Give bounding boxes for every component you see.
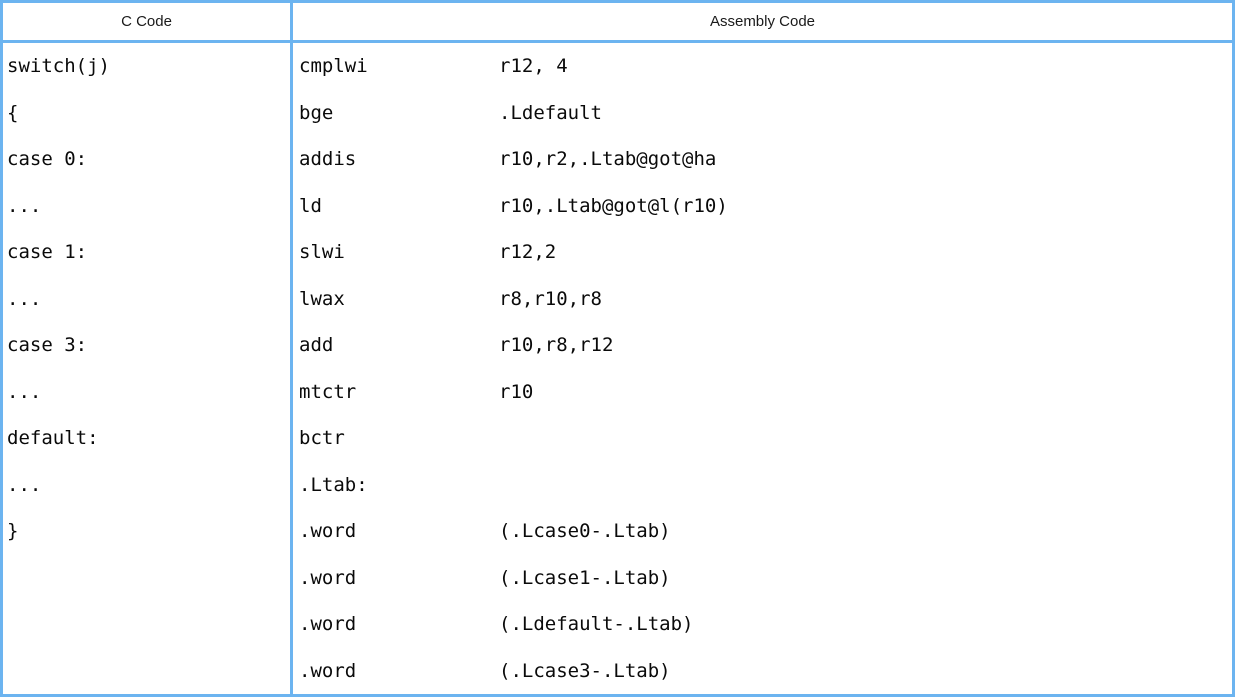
assembly-operand: .Ldefault — [499, 101, 602, 124]
table-row: ... mtctr r10 — [1, 368, 1234, 416]
assembly-code-cell: bctr — [291, 415, 1234, 462]
assembly-operand: (.Lcase1-.Ltab) — [499, 566, 671, 589]
assembly-code-cell: .word (.Lcase1-.Ltab) — [291, 554, 1234, 602]
c-code-line: case 3: — [7, 334, 88, 356]
assembly-mnemonic: .word — [299, 659, 357, 682]
assembly-line: ld r10,.Ltab@got@l(r10) — [299, 183, 1232, 230]
c-code-cell: ... — [1, 182, 293, 229]
c-code-line: case 1: — [7, 241, 88, 263]
assembly-mnemonic: .word — [299, 520, 357, 542]
assembly-code-cell: addis r10,r2,.Ltab@got@ha — [291, 136, 1234, 183]
table-row: case 1: slwi r12,2 — [1, 229, 1234, 276]
table-row: ... ld r10,.Ltab@got@l(r10) — [1, 182, 1234, 230]
c-code-line: case 0: — [7, 148, 88, 170]
c-code-cell: default: — [1, 415, 293, 462]
assembly-code-cell: slwi r12,2 — [291, 229, 1234, 276]
assembly-operand: r10,r2,.Ltab@got@ha — [499, 148, 717, 170]
assembly-operand: r12,2 — [499, 241, 557, 263]
c-code-line: switch(j) — [7, 55, 110, 77]
c-code-line: ... — [7, 194, 42, 217]
assembly-mnemonic: lwax — [299, 287, 345, 310]
assembly-mnemonic: cmplwi — [299, 55, 368, 77]
c-code-cell: case 1: — [1, 229, 293, 276]
assembly-line: cmplwi r12, 4 — [299, 43, 1232, 90]
c-code-cell: case 0: — [1, 136, 293, 183]
table-row: switch(j) cmplwi r12, 4 — [1, 41, 1234, 90]
assembly-line: bctr — [299, 415, 1232, 462]
assembly-mnemonic: mtctr — [299, 380, 357, 403]
assembly-line: .word (.Lcase1-.Ltab) — [299, 555, 1232, 602]
assembly-code-cell: .word (.Ldefault-.Ltab) — [291, 601, 1234, 648]
assembly-code-cell: ld r10,.Ltab@got@l(r10) — [291, 182, 1234, 230]
assembly-line: .word (.Lcase3-.Ltab) — [299, 648, 1232, 695]
table-row: default: bctr — [1, 415, 1234, 462]
c-code-cell: ... — [1, 461, 293, 508]
column-header-assembly-code: Assembly Code — [291, 1, 1234, 43]
assembly-code-cell: .Ltab: — [291, 461, 1234, 509]
c-code-line: default: — [7, 427, 99, 449]
table-row: { bge .Ldefault — [1, 89, 1234, 137]
c-code-cell: ... — [1, 275, 293, 322]
assembly-code-cell: mtctr r10 — [291, 368, 1234, 416]
c-code-cell — [1, 601, 293, 648]
assembly-line: .Ltab: — [299, 462, 1232, 509]
assembly-mnemonic: add — [299, 334, 334, 356]
table-row: ... lwax r8,r10,r8 — [1, 275, 1234, 323]
assembly-mnemonic: bge — [299, 101, 334, 124]
c-code-line: ... — [7, 380, 42, 403]
table-row: .word (.Lcase1-.Ltab) — [1, 554, 1234, 602]
table-row: } .word (.Lcase0-.Ltab) — [1, 508, 1234, 555]
assembly-mnemonic: addis — [299, 148, 357, 170]
assembly-operand: (.Lcase3-.Ltab) — [499, 659, 671, 682]
c-code-line: { — [7, 101, 19, 124]
c-code-cell: switch(j) — [1, 41, 293, 90]
table-row: case 3: add r10,r8,r12 — [1, 322, 1234, 369]
assembly-line: add r10,r8,r12 — [299, 322, 1232, 369]
c-code-line: } — [7, 520, 19, 542]
assembly-code-cell: cmplwi r12, 4 — [291, 41, 1234, 90]
c-code-cell: { — [1, 89, 293, 136]
table-row: case 0: addis r10,r2,.Ltab@got@ha — [1, 136, 1234, 183]
c-code-cell: case 3: — [1, 322, 293, 369]
table-row: ... .Ltab: — [1, 461, 1234, 509]
assembly-mnemonic: .word — [299, 613, 357, 635]
table-row: .word (.Ldefault-.Ltab) — [1, 601, 1234, 648]
assembly-mnemonic: slwi — [299, 241, 345, 263]
c-code-cell: ... — [1, 368, 293, 415]
assembly-mnemonic: .word — [299, 566, 357, 589]
assembly-line: mtctr r10 — [299, 369, 1232, 416]
c-code-cell — [1, 647, 293, 696]
c-code-line: ... — [7, 287, 42, 310]
column-header-c-code: C Code — [1, 1, 293, 43]
assembly-operand: r10 — [499, 380, 534, 403]
assembly-code-cell: lwax r8,r10,r8 — [291, 275, 1234, 323]
table-body: switch(j) cmplwi r12, 4 { bge .Ldefault case 0… — [1, 41, 1234, 696]
assembly-mnemonic: bctr — [299, 427, 345, 449]
assembly-operand: r10,.Ltab@got@l(r10) — [499, 194, 728, 217]
table-row: .word (.Lcase3-.Ltab) — [1, 647, 1234, 696]
assembly-code-cell: add r10,r8,r12 — [291, 322, 1234, 369]
c-code-cell: } — [1, 508, 293, 555]
assembly-line: addis r10,r2,.Ltab@got@ha — [299, 136, 1232, 183]
assembly-operand: r10,r8,r12 — [499, 334, 614, 356]
assembly-code-cell: .word (.Lcase3-.Ltab) — [291, 647, 1234, 696]
assembly-code-cell: bge .Ldefault — [291, 89, 1234, 137]
assembly-line: bge .Ldefault — [299, 90, 1232, 137]
assembly-line: .word (.Ldefault-.Ltab) — [299, 601, 1232, 648]
assembly-operand: r12, 4 — [499, 55, 568, 77]
table-header: C Code Assembly Code — [1, 1, 1234, 43]
c-code-line: ... — [7, 473, 42, 496]
assembly-line: slwi r12,2 — [299, 229, 1232, 276]
assembly-mnemonic: ld — [299, 194, 322, 217]
assembly-operand: r8,r10,r8 — [499, 287, 602, 310]
assembly-mnemonic: .Ltab: — [299, 473, 368, 496]
assembly-line: .word (.Lcase0-.Ltab) — [299, 508, 1232, 555]
assembly-line: lwax r8,r10,r8 — [299, 276, 1232, 323]
c-code-cell — [1, 554, 293, 601]
assembly-operand: (.Ldefault-.Ltab) — [499, 613, 694, 635]
assembly-code-cell: .word (.Lcase0-.Ltab) — [291, 508, 1234, 555]
assembly-operand: (.Lcase0-.Ltab) — [499, 520, 671, 542]
